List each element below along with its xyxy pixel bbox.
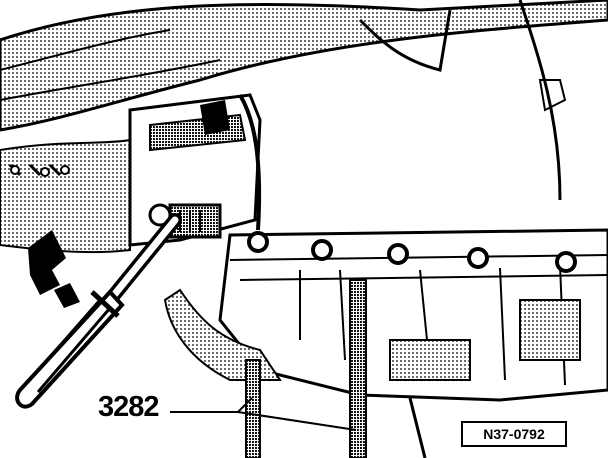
flange-bolts — [247, 231, 577, 273]
gearbox-casing — [163, 228, 608, 402]
figure-id-box: N37-0792 — [461, 421, 567, 447]
engine-block-left — [0, 138, 131, 254]
tool-number-label: 3282 — [98, 391, 160, 423]
direction-arrow — [28, 230, 80, 308]
screwdriver — [15, 213, 182, 409]
figure-id-label: N37-0792 — [483, 426, 545, 442]
special-tool-3282 — [245, 279, 427, 458]
engine-housing-top — [0, 0, 608, 201]
connector-socket — [168, 203, 222, 239]
mount-bracket — [128, 93, 262, 247]
tool-leader-lines — [170, 397, 357, 431]
